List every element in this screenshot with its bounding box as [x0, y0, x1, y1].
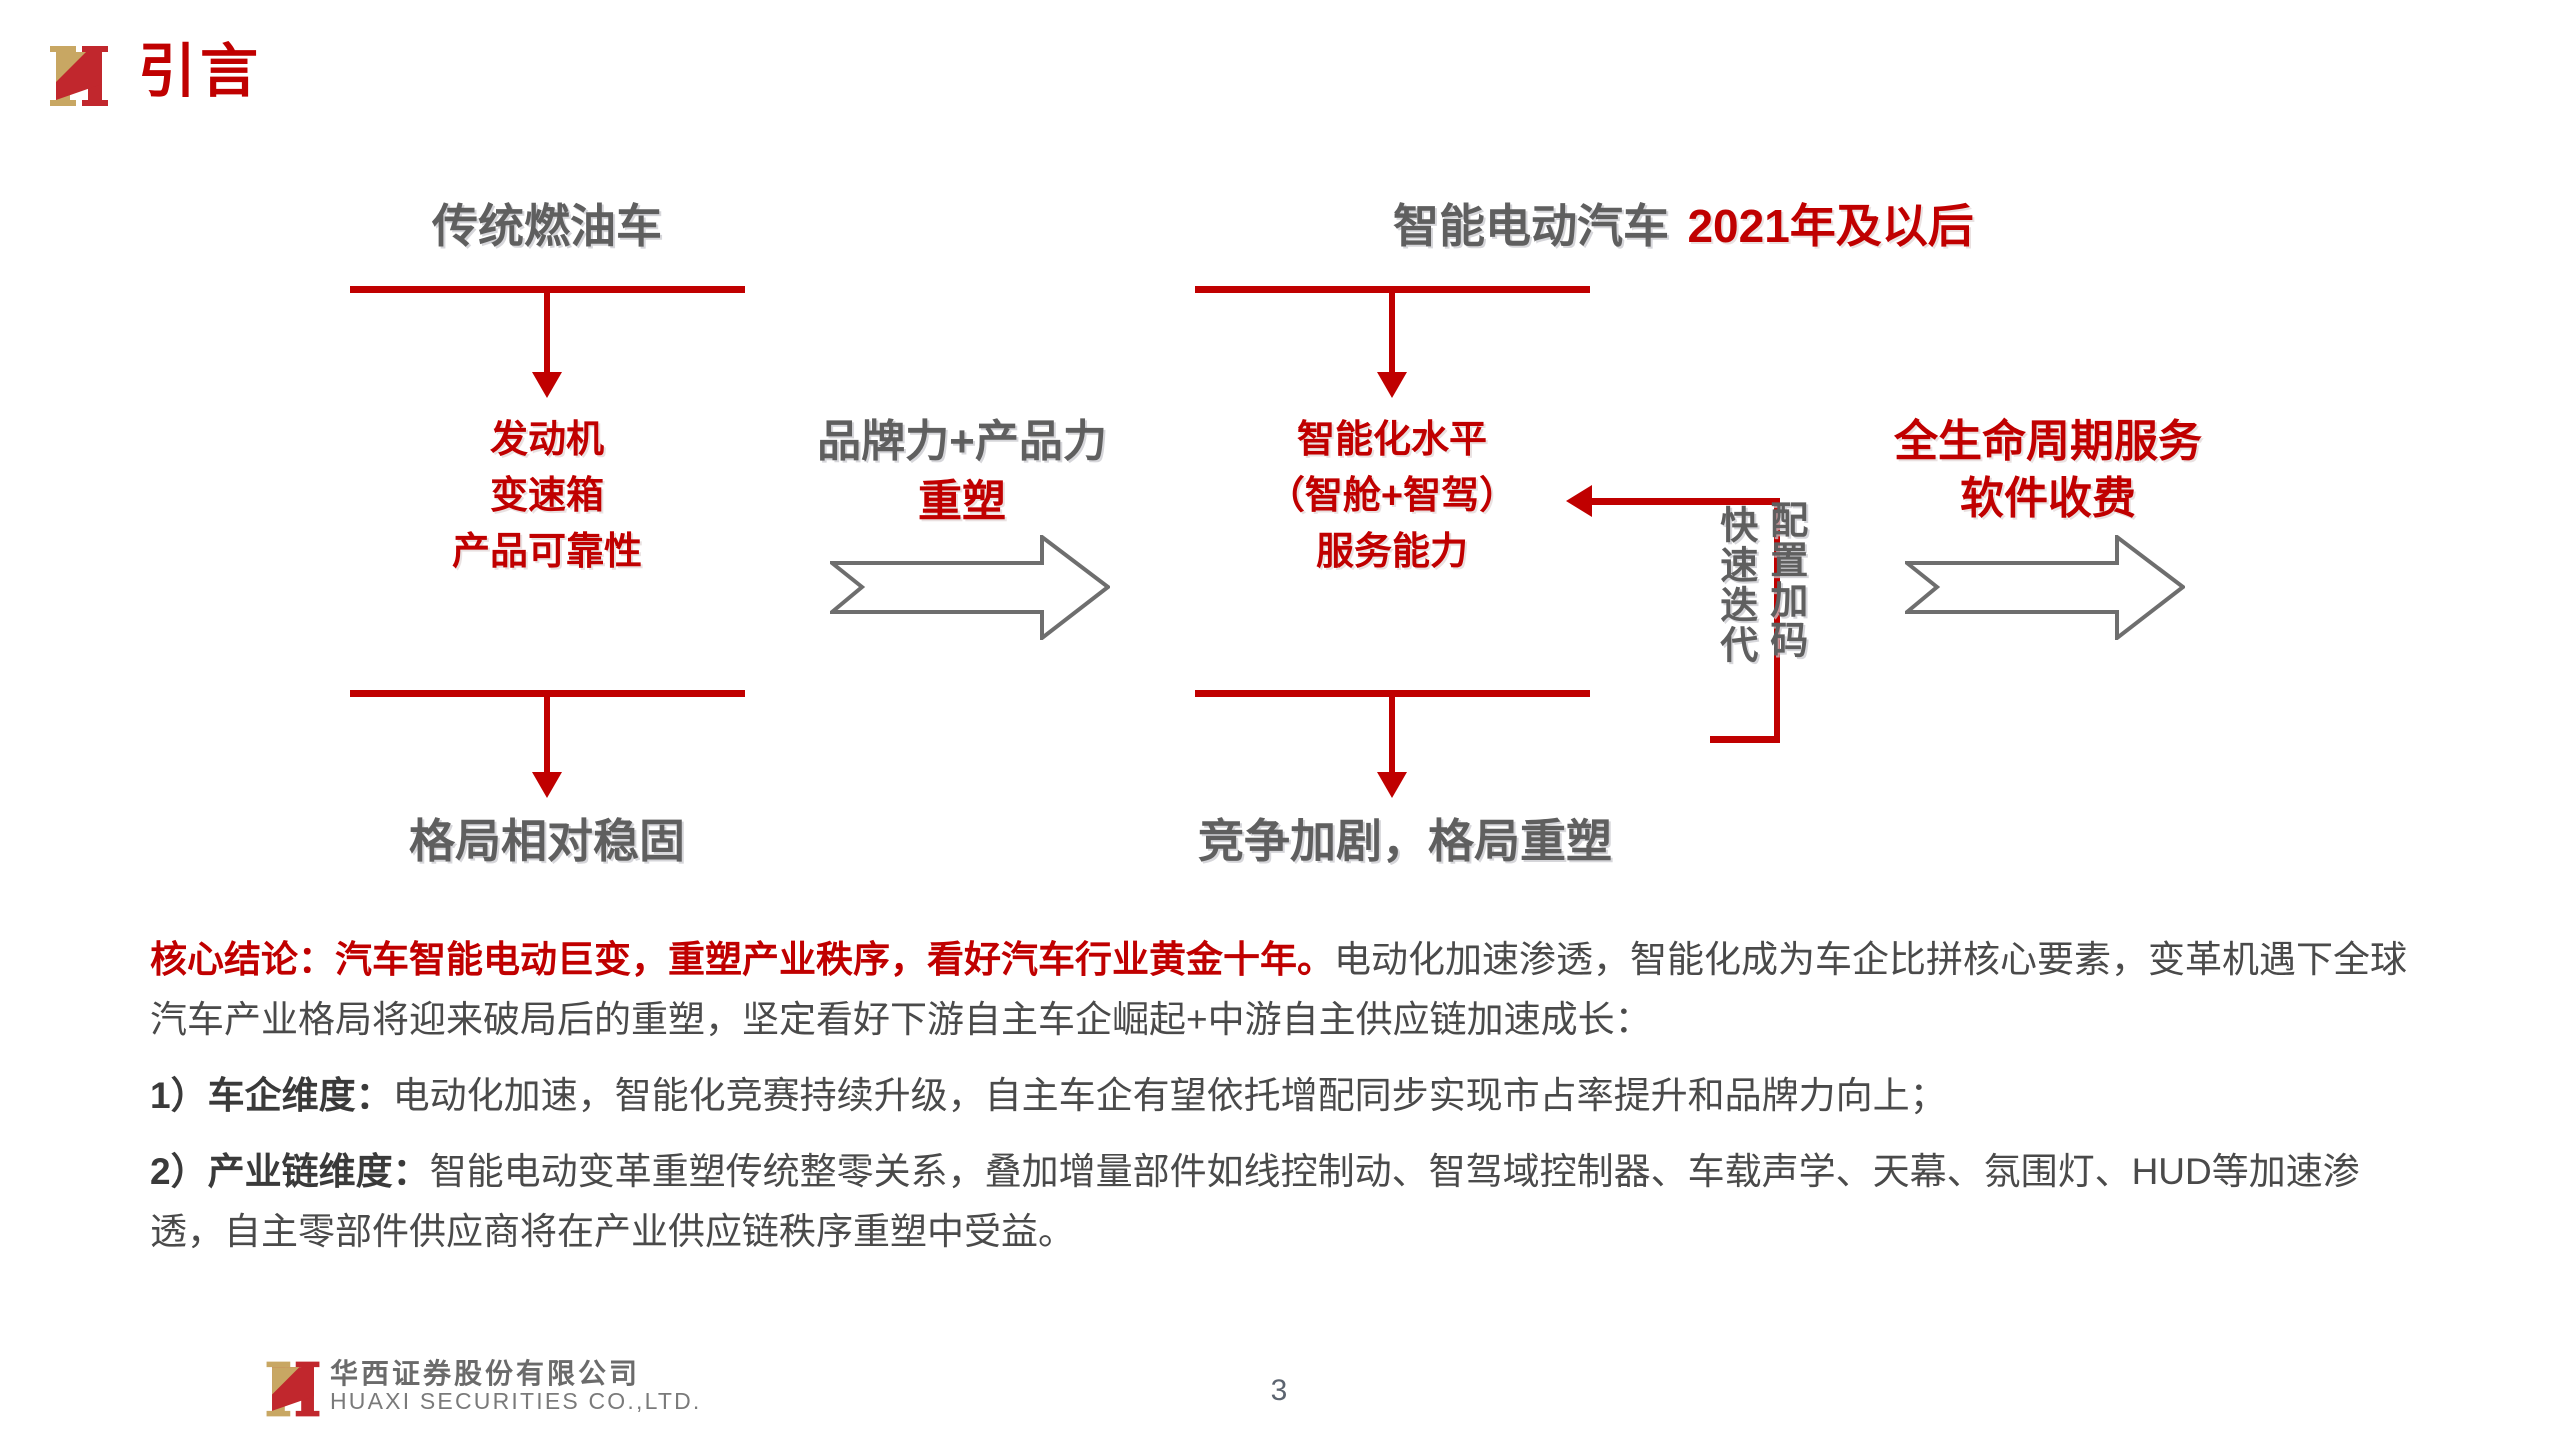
conclusion-paragraph: 核心结论：汽车智能电动巨变，重塑产业秩序，看好汽车行业黄金十年。电动化加速渗透，…	[150, 930, 2430, 1050]
huaxi-h-logo-icon-footer	[262, 1358, 324, 1420]
conclusion-headline: 核心结论：汽车智能电动巨变，重塑产业秩序，看好汽车行业黄金十年。	[150, 939, 1334, 980]
concept-diagram: 传统燃油车 发动机 变速箱 产品可靠性 格局相对稳固 品牌力+产品力 重塑 智能…	[0, 150, 2559, 910]
list-item-2-text: 智能电动变革重塑传统整零关系，叠加增量部件如线控制动、智驾域控制器、车载声学、天…	[150, 1150, 2360, 1252]
right-item-1: （智舱+智驾）	[1266, 475, 1518, 517]
list-item-1-text: 电动化加速，智能化竞赛持续升级，自主车企有望依托增配同步实现市占率提升和品牌力向…	[392, 1074, 1947, 1116]
list-item-2-number: 2）	[150, 1150, 208, 1192]
block-arrow-right-icon-2	[1905, 535, 2185, 640]
footer-company-en: HUAXI SECURITIES CO.,LTD.	[330, 1388, 702, 1414]
right-item-2: 服务能力	[1315, 531, 1469, 573]
right-column-heading-red: 2021年及以后	[1687, 200, 1974, 252]
left-top-arrow-shaft	[544, 286, 550, 376]
list-item-1-label: 车企维度：	[207, 1074, 393, 1116]
left-item-2: 产品可靠性	[451, 531, 643, 573]
left-top-arrow-head	[532, 372, 562, 398]
slide-header: 引言	[0, 0, 2559, 150]
footer-company-cn: 华西证券股份有限公司	[330, 1358, 641, 1389]
list-item-2: 2）产业链维度：智能电动变革重塑传统整零关系，叠加增量部件如线控制动、智驾域控制…	[150, 1142, 2430, 1262]
right-column-heading: 智能电动汽车 2021年及以后	[1393, 190, 1974, 256]
feedback-label-left: 快速迭代	[1713, 505, 1756, 665]
list-item-1-number: 1）	[150, 1074, 208, 1116]
right-top-arrow-head	[1377, 372, 1407, 398]
list-item-1: 1）车企维度：电动化加速，智能化竞赛持续升级，自主车企有望依托增配同步实现市占率…	[150, 1066, 2430, 1126]
block-arrow-right-icon	[830, 535, 1110, 640]
right-column-heading-gray: 智能电动汽车	[1393, 200, 1669, 252]
left-item-0: 发动机	[489, 419, 605, 461]
right-column-outcome: 竞争加剧，格局重塑	[1198, 815, 1612, 867]
feedback-label-right: 配置加码	[1763, 500, 1806, 660]
page-number: 3	[1270, 1374, 1288, 1407]
left-bottom-arrow-head	[532, 772, 562, 798]
right-item-0: 智能化水平	[1296, 419, 1488, 461]
far-right-label-line1: 全生命周期服务	[1894, 417, 2202, 466]
right-bottom-arrow-shaft	[1389, 690, 1395, 776]
conclusion-text-block: 核心结论：汽车智能电动巨变，重塑产业秩序，看好汽车行业黄金十年。电动化加速渗透，…	[150, 930, 2430, 1278]
middle-arrow-label-line2: 重塑	[918, 477, 1006, 526]
huaxi-h-logo-icon	[48, 42, 110, 110]
left-item-1: 变速箱	[489, 475, 605, 517]
list-item-2-label: 产业链维度：	[207, 1150, 430, 1192]
middle-arrow-label-line1: 品牌力+产品力	[817, 417, 1107, 466]
left-column-heading: 传统燃油车	[432, 200, 662, 252]
right-bottom-arrow-head	[1377, 772, 1407, 798]
far-right-label-line2: 软件收费	[1960, 474, 2136, 523]
right-top-arrow-shaft	[1389, 286, 1395, 376]
page-title: 引言	[138, 39, 263, 104]
left-column-outcome: 格局相对稳固	[409, 815, 685, 867]
left-bottom-arrow-shaft	[544, 690, 550, 776]
conclusion-body: 电动化加速渗透，智能化成为车企比拼核心要素，变革机遇下全球汽车产业格局将迎来破局…	[150, 939, 2407, 1040]
